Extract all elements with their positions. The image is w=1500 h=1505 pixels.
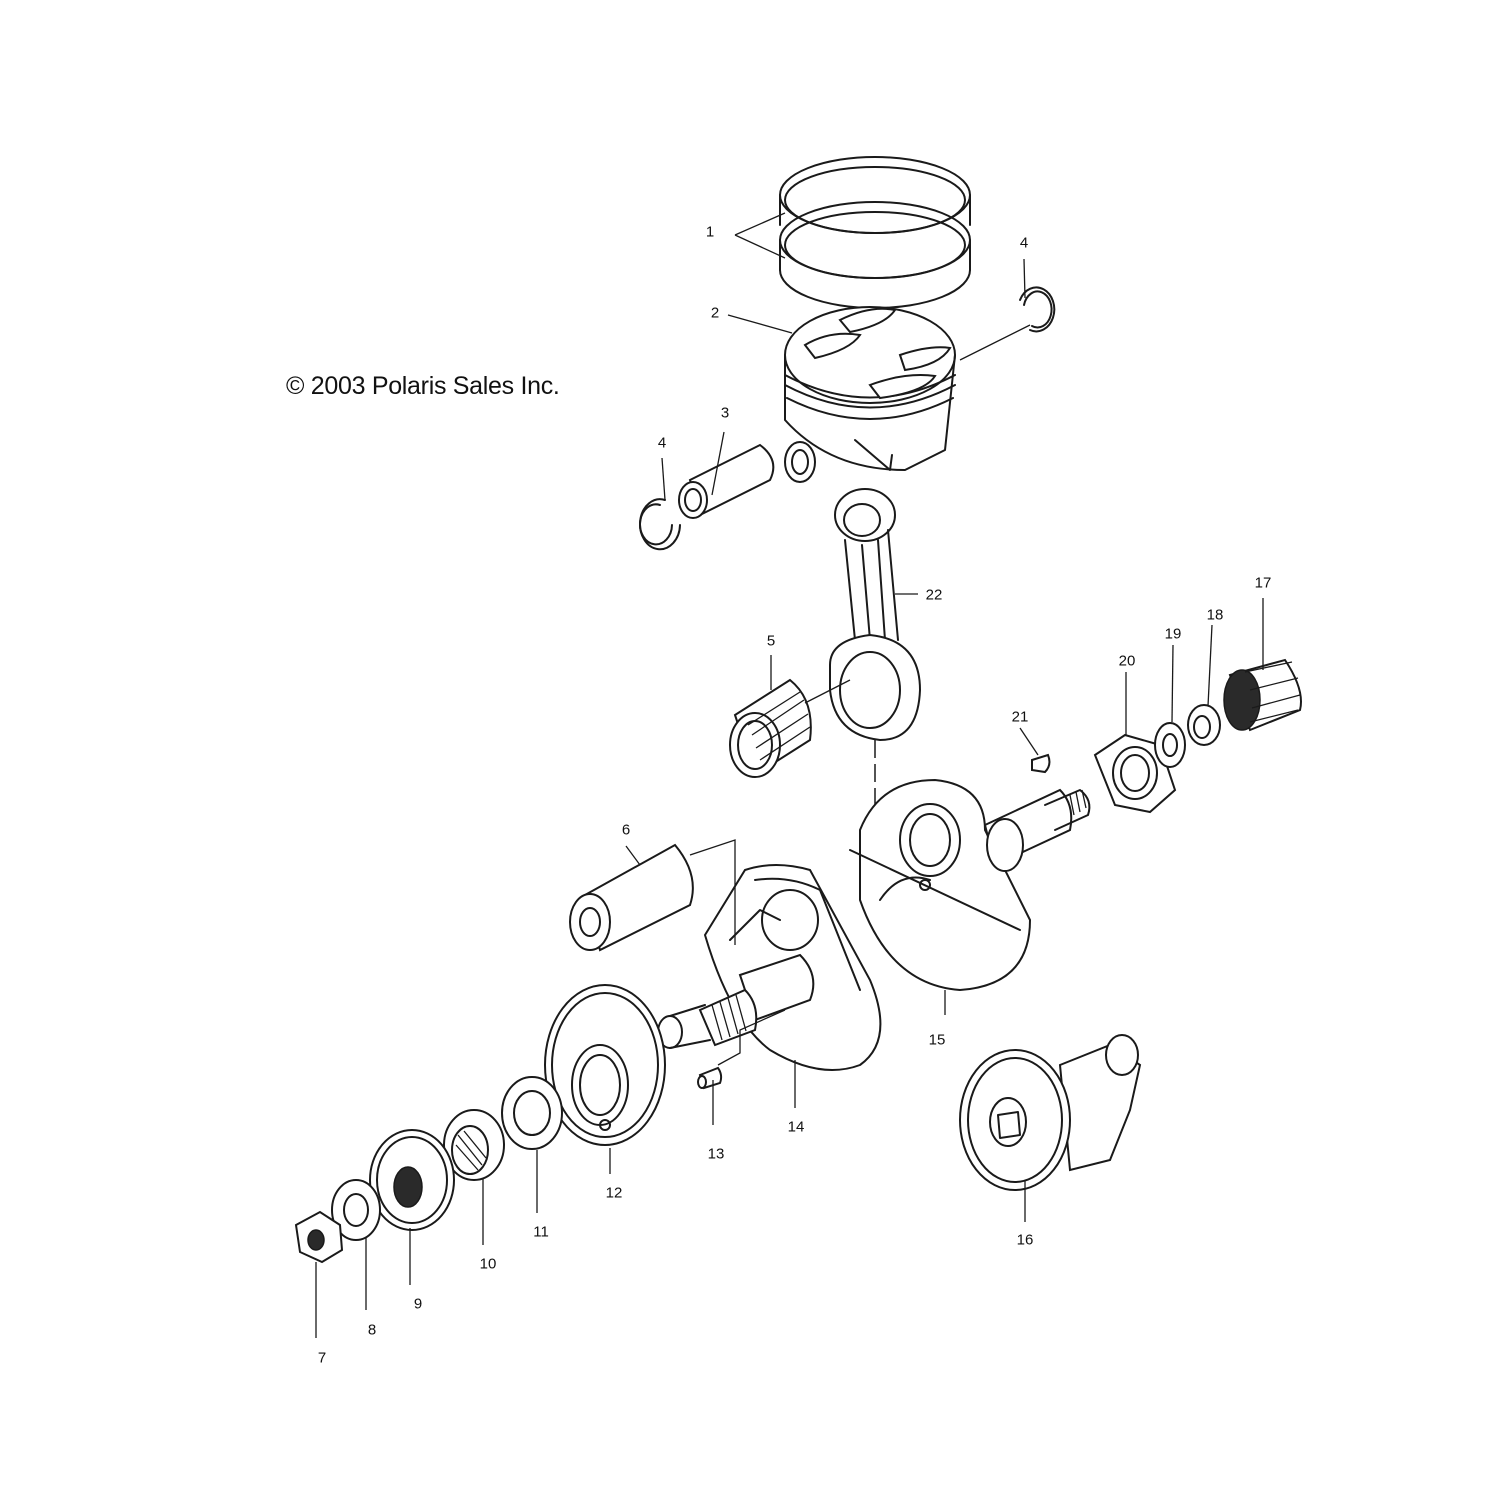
callout-18: 18: [1206, 606, 1224, 624]
callout-13: 13: [707, 1145, 725, 1163]
callout-2: 2: [710, 304, 720, 322]
thrust-washer: [501, 1076, 563, 1150]
washer: [331, 1179, 381, 1241]
callout-4-right: 4: [1019, 234, 1029, 252]
callout-1: 1: [705, 223, 715, 241]
crank-pin: [569, 843, 694, 952]
dowel-pin: [697, 1066, 723, 1090]
connecting-rod: [829, 488, 922, 742]
callout-12: 12: [605, 1184, 623, 1202]
balance-shaft: [959, 1034, 1142, 1191]
callout-9: 9: [413, 1295, 423, 1313]
callout-7: 7: [317, 1349, 327, 1367]
balance-gear: [369, 1129, 455, 1231]
crank-shaft-right: [983, 788, 1091, 872]
crank-shaft-left: [657, 953, 815, 1049]
main-bearing: [1223, 658, 1302, 732]
callout-22: 22: [925, 586, 943, 604]
needle-bearing-gear: [443, 1109, 505, 1181]
callout-15: 15: [928, 1031, 946, 1049]
needle-bearing-rod: [729, 678, 812, 778]
callout-20: 20: [1118, 652, 1136, 670]
copyright-notice: © 2003 Polaris Sales Inc.: [286, 372, 560, 400]
circlips: [639, 286, 1056, 551]
callout-14: 14: [787, 1118, 805, 1136]
washer-right: [1154, 722, 1186, 768]
lock-nut: [1093, 733, 1177, 814]
callout-17: 17: [1254, 574, 1272, 592]
callout-5: 5: [766, 632, 776, 650]
leader-lines: [315, 212, 1264, 1338]
callout-16: 16: [1016, 1231, 1034, 1249]
callout-19: 19: [1164, 625, 1182, 643]
nut-right: [1187, 704, 1221, 746]
callout-21: 21: [1011, 708, 1029, 726]
nut: [294, 1210, 344, 1264]
crank-web-right: [849, 778, 1032, 992]
callout-6: 6: [621, 821, 631, 839]
piston-rings: [779, 156, 971, 309]
wrist-pin: [678, 443, 775, 519]
callout-10: 10: [479, 1255, 497, 1273]
drive-gear: [544, 984, 666, 1146]
callout-11: 11: [533, 1223, 549, 1241]
piston: [784, 306, 956, 483]
callout-3: 3: [720, 404, 730, 422]
woodruff-key: [1031, 753, 1051, 774]
callout-4-left: 4: [657, 434, 667, 452]
callout-8: 8: [367, 1321, 377, 1339]
